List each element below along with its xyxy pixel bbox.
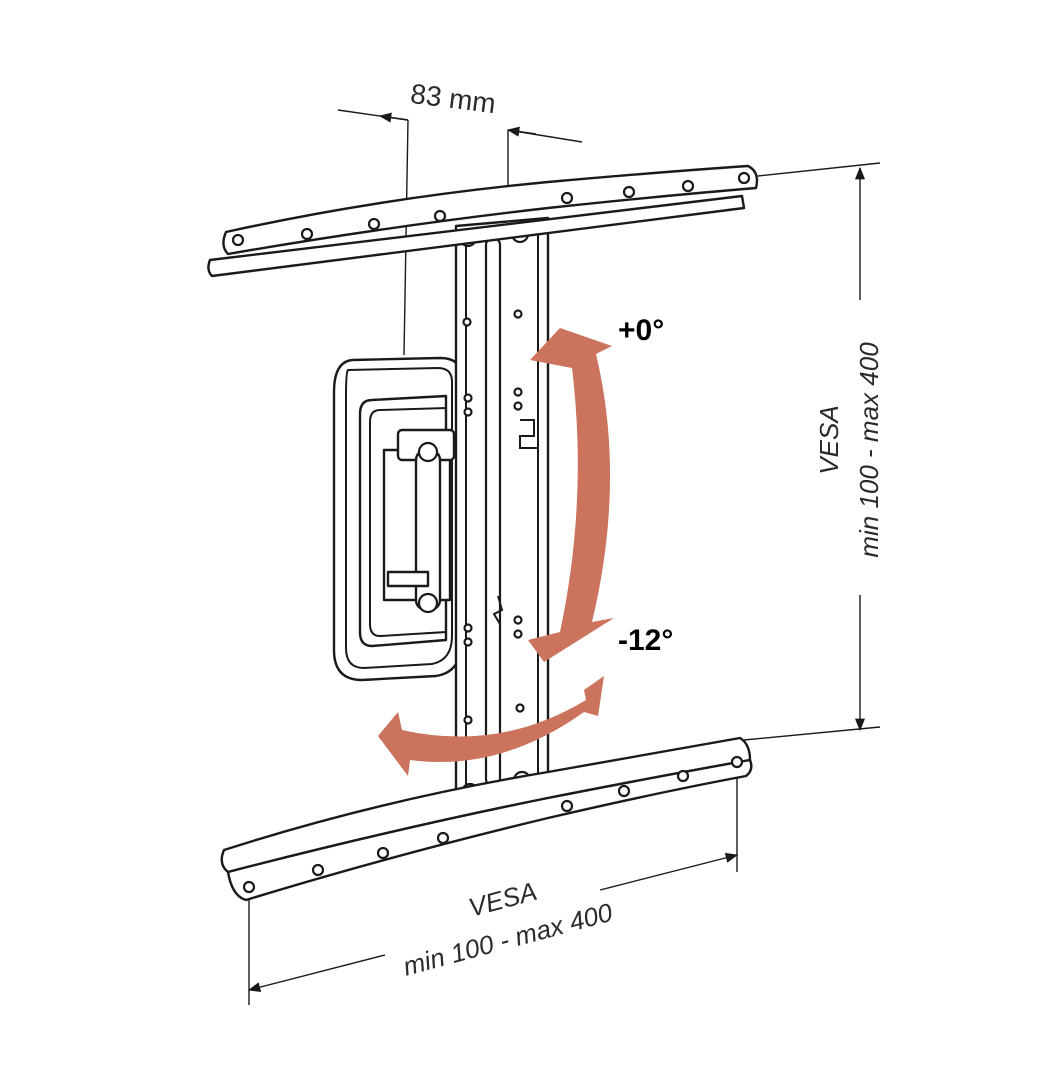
offset-arrow-right	[506, 126, 537, 137]
tilt-pivot-top	[417, 441, 439, 463]
plate-hole	[515, 703, 525, 713]
bottom-arm-hole	[676, 769, 690, 783]
top-arm-hole	[622, 185, 636, 199]
top-arm	[207, 164, 759, 278]
vesa-vertical-title: VESA	[814, 405, 844, 474]
lower-angle-label: -12°	[618, 624, 673, 657]
top-arm-body	[222, 164, 759, 256]
top-arm-lip	[207, 194, 746, 278]
vesa-h-line-left	[247, 954, 386, 993]
vesa-horizontal-title: VESA	[465, 876, 540, 923]
top-arm-hole	[681, 179, 695, 193]
vesa-vertical-dimension: VESA min 100 - max 400	[743, 162, 884, 741]
plate-hole	[513, 309, 523, 319]
top-arm-hole	[300, 227, 314, 241]
wall-plate-rim	[345, 366, 453, 670]
top-arm-hole	[560, 191, 574, 205]
top-arm-hole	[231, 233, 245, 247]
bottom-arm-hole	[617, 784, 631, 798]
vesa-vertical-range: min 100 - max 400	[854, 342, 884, 558]
offset-label: 83 mm	[409, 78, 498, 119]
vesa-h-line-right	[599, 852, 739, 891]
offset-arrow-left	[378, 112, 409, 123]
top-arm-hole	[433, 209, 447, 223]
bottom-arm-hole	[436, 831, 450, 845]
plate-hole	[463, 623, 473, 633]
center-slot	[484, 236, 502, 788]
bottom-arm-hole	[560, 799, 574, 813]
plate-hole	[463, 637, 473, 647]
lock-tab	[519, 419, 538, 449]
plate-hole	[463, 407, 473, 417]
plate-hole	[463, 715, 473, 725]
center-plate-body	[454, 216, 550, 804]
plate-hole	[462, 317, 472, 327]
bracket-foot	[386, 570, 430, 588]
upper-angle-label: +0°	[618, 314, 664, 347]
bottom-arm-hole	[311, 863, 325, 877]
center-plate	[454, 216, 550, 804]
plate-hole	[513, 629, 523, 639]
bottom-arm-hole	[376, 846, 390, 860]
tilt-arrow	[528, 328, 614, 662]
bottom-arm	[220, 736, 753, 902]
tilt-bracket	[382, 428, 456, 614]
swivel-arrow	[378, 676, 604, 776]
plate-hole	[463, 393, 473, 403]
tilt-pivot-bottom	[417, 592, 439, 614]
plate-hole	[513, 387, 523, 397]
plate-hole	[513, 615, 523, 625]
top-arm-hole	[737, 171, 751, 185]
bottom-arm-hole	[730, 755, 744, 769]
wall-plate-inner-rim	[369, 406, 447, 638]
vesa-v-extension-top	[757, 162, 881, 177]
plate-marking	[492, 595, 504, 625]
plate-hole	[513, 401, 523, 411]
top-arm-hole	[367, 217, 381, 231]
bottom-arm-hole	[242, 880, 256, 894]
